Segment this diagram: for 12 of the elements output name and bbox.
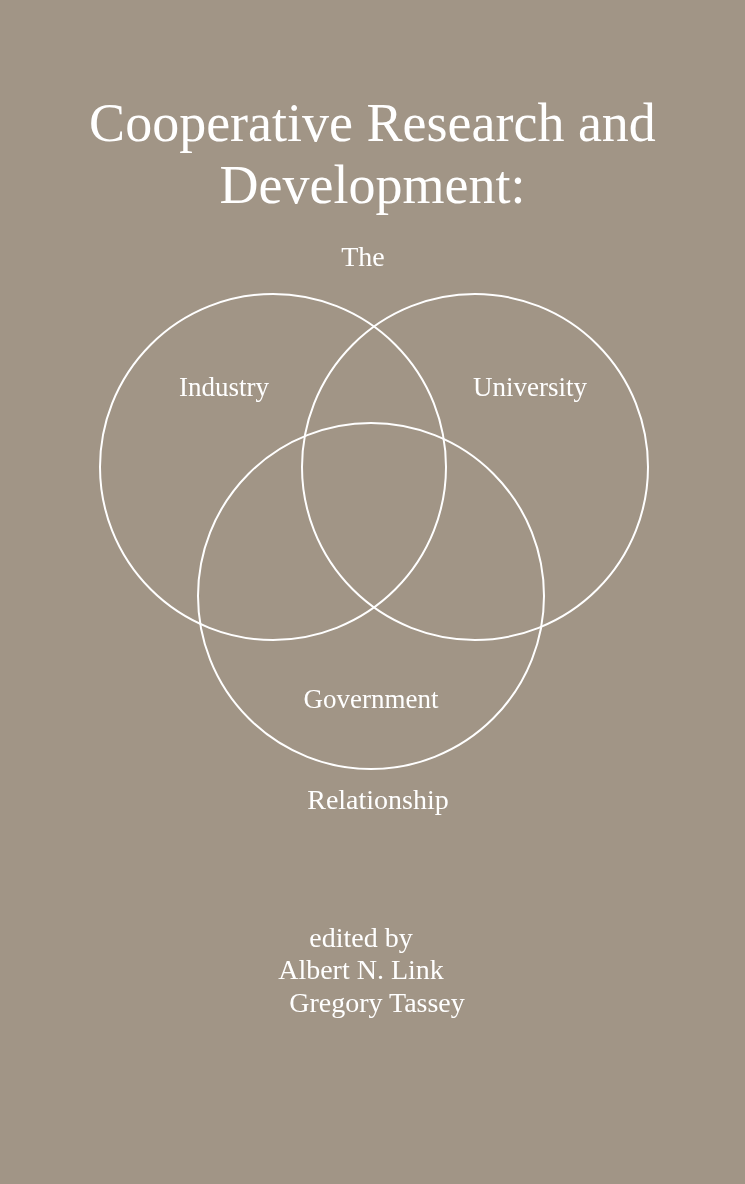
circle-label: Government [303,683,439,715]
editor-note: edited by [309,922,413,954]
venn-circle [197,422,545,770]
editor-name: Albert N. Link [278,954,444,986]
circle-label: University [473,371,587,403]
editor-name: Gregory Tassey [289,987,465,1019]
circle-label: Industry [179,371,269,403]
venn-circle [301,293,649,641]
subtitle-text: Relationship [307,784,449,816]
subtitle-text: The [341,241,385,273]
venn-circle [99,293,447,641]
title: Cooperative Research and Development: [88,92,657,216]
